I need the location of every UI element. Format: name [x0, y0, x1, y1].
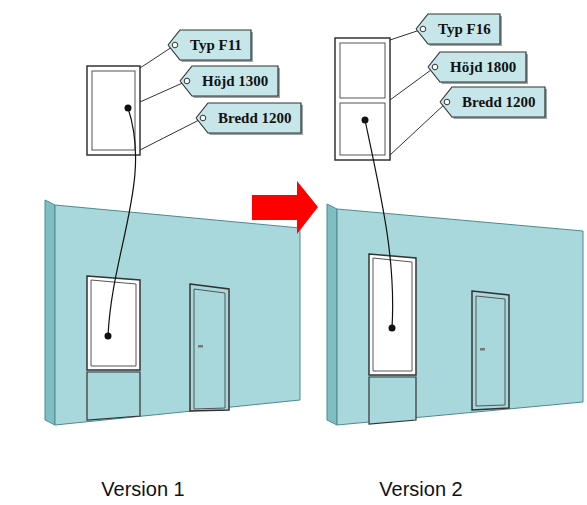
window-v2 — [335, 29, 447, 332]
wall-v1 — [45, 200, 300, 425]
version-caption: Version 2 — [379, 478, 462, 501]
callout-tag: Bredd 1200 — [196, 103, 301, 133]
callout-tag: Höjd 1800 — [428, 52, 526, 82]
tag-text: Bredd 1200 — [218, 109, 291, 127]
tag-text: Bredd 1200 — [462, 93, 535, 111]
tag-text: Typ F11 — [190, 36, 242, 54]
tag-text: Typ F16 — [438, 20, 491, 38]
version-caption: Version 1 — [101, 478, 184, 501]
wall-v2 — [327, 204, 583, 425]
tag-text: Höjd 1800 — [450, 58, 516, 76]
callout-tag: Typ F16 — [416, 14, 500, 44]
callout-tag: Bredd 1200 — [440, 87, 545, 117]
tag-text: Höjd 1300 — [202, 72, 268, 90]
version-arrow — [252, 181, 318, 234]
window-v1 — [87, 45, 203, 340]
callout-tag: Höjd 1300 — [180, 66, 278, 96]
callout-tag: Typ F11 — [168, 30, 251, 60]
